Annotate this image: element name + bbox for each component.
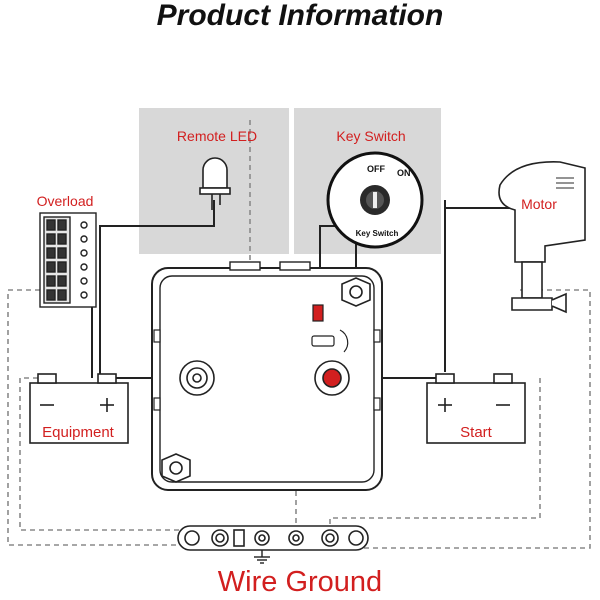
dashed-wire-equipment-ground [19,377,195,531]
breaker-panel-icon [39,212,97,308]
page-title: Product Information [156,0,444,32]
equipment-battery-icon [29,373,129,444]
relay-box [151,261,383,491]
switch-caption-text: Key Switch [356,229,399,238]
outboard-motor-icon [498,161,586,314]
wire-ground-label: Wire Ground [217,566,383,598]
key-switch-label: Key Switch [336,128,405,144]
key-switch-icon [326,151,424,249]
hex-nut-bottom-left-icon [161,453,191,483]
led-icon [199,157,231,210]
wire-led-positive [99,200,215,378]
start-battery-icon [426,373,526,444]
hex-nut-top-right-icon [341,277,371,307]
ground-bus-bar-icon [177,525,369,551]
terminal-right-icon [314,360,350,396]
overload-label: Overload [37,193,94,209]
led-indicator-icon [311,329,349,353]
switch-off-text: OFF [367,164,385,174]
ground-symbol-icon [254,550,270,564]
dashed-wire-start-ground [329,378,541,535]
start-label: Start [460,424,493,441]
remote-led-label: Remote LED [177,128,257,144]
red-connector-icon [312,304,324,322]
dashed-wire-overload-ground [7,289,210,546]
dashed-wire-motor-ground [350,289,591,549]
equipment-label: Equipment [42,424,115,441]
terminal-left-icon [179,360,215,396]
switch-on-text: ON [397,168,411,178]
motor-label: Motor [521,196,557,212]
